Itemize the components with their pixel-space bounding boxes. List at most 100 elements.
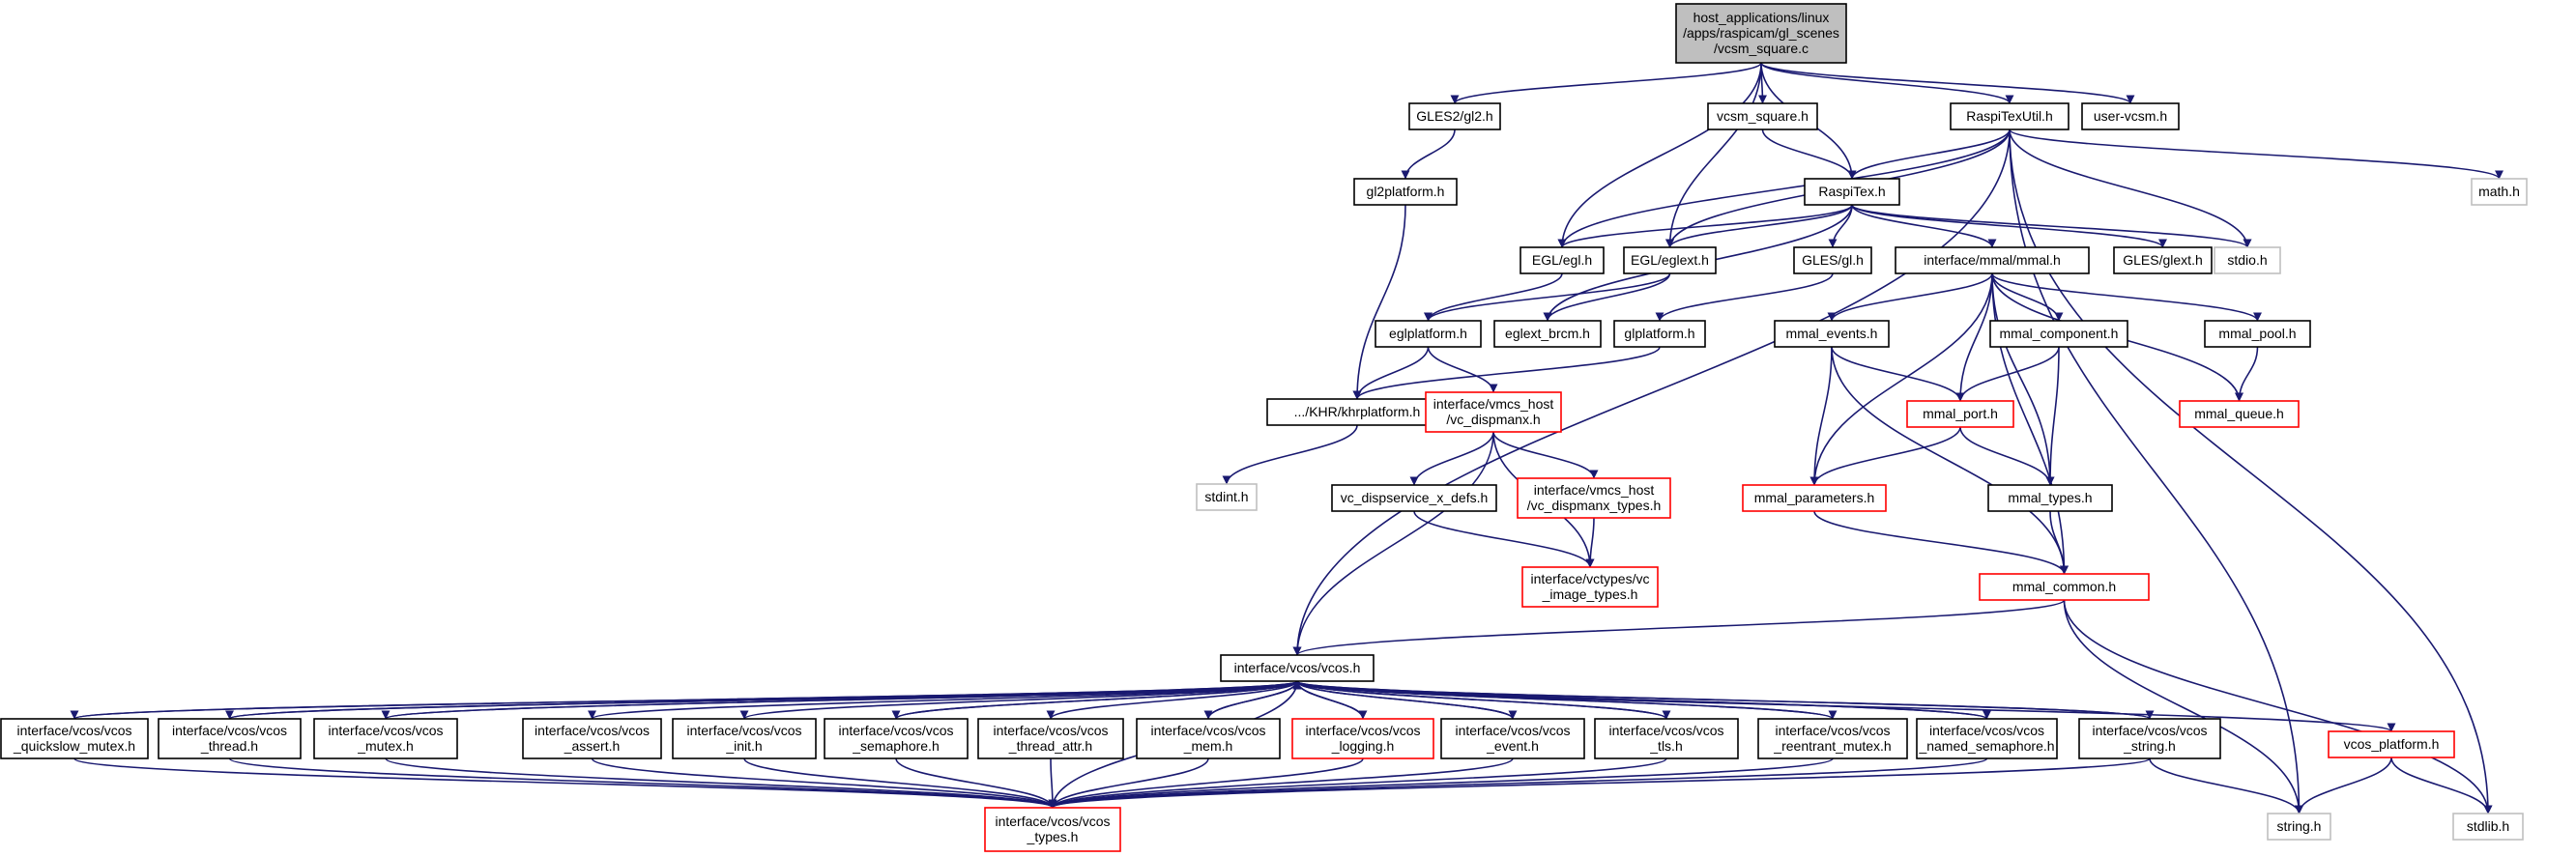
node-label: interface/vctypes/vc bbox=[1531, 571, 1650, 586]
node-box bbox=[1613, 320, 1706, 348]
edge-raspitex-to-gles_glext bbox=[1851, 204, 2167, 248]
node-box bbox=[1895, 246, 2090, 274]
node-label: RaspiTexUtil.h bbox=[1966, 108, 2052, 124]
node-box bbox=[158, 718, 302, 759]
node-vcsm-square-h[interactable]: vcsm_square.h bbox=[1707, 102, 1818, 130]
node-vtls[interactable]: interface/vcos/vcos_tls.h bbox=[1594, 718, 1739, 759]
node-box bbox=[1707, 102, 1818, 130]
node-vsema[interactable]: interface/vcos/vcos_semaphore.h bbox=[824, 718, 969, 759]
node-stdio[interactable]: stdio.h bbox=[2214, 246, 2281, 274]
edge-mmal_port-to-mmal_types bbox=[1959, 426, 2055, 486]
node-vtypes[interactable]: interface/vcos/vcos_types.h bbox=[984, 807, 1121, 852]
node-mmal[interactable]: interface/mmal/mmal.h bbox=[1895, 246, 2090, 274]
node-eglext[interactable]: EGL/eglext.h bbox=[1623, 246, 1717, 274]
node-label: GLES/gl.h bbox=[1802, 252, 1864, 268]
node-vcos-platform[interactable]: vcos_platform.h bbox=[2328, 730, 2455, 758]
node-gles-gl[interactable]: GLES/gl.h bbox=[1793, 246, 1872, 274]
edge-mmal_common-to-stdlib bbox=[2063, 599, 2493, 814]
node-eglplatform[interactable]: eglplatform.h bbox=[1375, 320, 1482, 348]
node-label: interface/vcos/vcos bbox=[838, 723, 953, 738]
node-gl2platform[interactable]: gl2platform.h bbox=[1353, 178, 1458, 206]
node-mmal-pool[interactable]: mmal_pool.h bbox=[2204, 320, 2311, 348]
edge-raspitex-to-stdio bbox=[1851, 204, 2252, 248]
node-vc-image-types[interactable]: interface/vctypes/vc_image_types.h bbox=[1521, 566, 1659, 608]
node-vmem[interactable]: interface/vcos/vcos_mem.h bbox=[1136, 718, 1281, 759]
edge-vthread-to-vtypes bbox=[228, 757, 1057, 809]
node-label: eglext_brcm.h bbox=[1505, 326, 1590, 341]
node-label: mmal_parameters.h bbox=[1754, 490, 1875, 505]
node-label: vc_dispservice_x_defs.h bbox=[1341, 490, 1489, 505]
edge-vcsm_square_h-to-raspitex bbox=[1761, 129, 1857, 180]
nodes-layer: host_applications/linux/apps/raspicam/gl… bbox=[0, 3, 2528, 852]
node-vthread[interactable]: interface/vcos/vcos_thread.h bbox=[158, 718, 302, 759]
node-math[interactable]: math.h bbox=[2471, 178, 2528, 206]
node-eglext-brcm[interactable]: eglext_brcm.h bbox=[1493, 320, 1602, 348]
edges-layer bbox=[71, 62, 2504, 814]
node-gles-glext[interactable]: GLES/glext.h bbox=[2113, 246, 2213, 274]
edge-vcos-to-vinit bbox=[739, 680, 1298, 720]
node-label: mmal_queue.h bbox=[2194, 406, 2284, 421]
edge-mmal-to-mmal_component bbox=[1991, 272, 2064, 322]
node-vmutex[interactable]: interface/vcos/vcos_mutex.h bbox=[313, 718, 458, 759]
node-string[interactable]: string.h bbox=[2267, 813, 2331, 841]
node-box bbox=[1136, 718, 1281, 759]
edge-vevent-to-vtypes bbox=[1048, 757, 1514, 809]
node-label: string.h bbox=[2277, 818, 2322, 834]
node-box bbox=[2452, 813, 2524, 841]
edge-mmal_events-to-mmal_parameters bbox=[1809, 346, 1833, 486]
node-label: /vc_dispmanx.h bbox=[1446, 412, 1540, 427]
node-label: _quickslow_mutex.h bbox=[13, 738, 135, 754]
node-label: interface/vcos/vcos bbox=[16, 723, 131, 738]
node-box bbox=[1220, 654, 1375, 682]
node-label: GLES2/gl2.h bbox=[1416, 108, 1492, 124]
node-mmal-port[interactable]: mmal_port.h bbox=[1906, 400, 2014, 428]
node-vnamedsema[interactable]: interface/vcos/vcos_named_semaphore.h bbox=[1916, 718, 2058, 759]
node-box bbox=[1517, 477, 1671, 519]
edge-mmal_pool-to-mmal_queue bbox=[2235, 346, 2259, 402]
node-stdint[interactable]: stdint.h bbox=[1196, 483, 1258, 511]
node-mmal-parameters[interactable]: mmal_parameters.h bbox=[1742, 484, 1887, 512]
node-box bbox=[1331, 484, 1497, 512]
edge-vmutex-to-vtypes bbox=[385, 757, 1057, 809]
node-vthread-attr[interactable]: interface/vcos/vcos_thread_attr.h bbox=[977, 718, 1124, 759]
node-egl[interactable]: EGL/egl.h bbox=[1520, 246, 1605, 274]
node-box bbox=[1408, 102, 1501, 130]
node-raspitexutil[interactable]: RaspiTexUtil.h bbox=[1950, 102, 2069, 130]
node-glplatform[interactable]: glplatform.h bbox=[1613, 320, 1706, 348]
node-user-vcsm[interactable]: user-vcsm.h bbox=[2081, 102, 2180, 130]
node-label: stdint.h bbox=[1204, 489, 1248, 504]
node-box bbox=[1594, 718, 1739, 759]
node-vassert[interactable]: interface/vcos/vcos_assert.h bbox=[522, 718, 662, 759]
node-vc-dispmanx[interactable]: interface/vmcs_host/vc_dispmanx.h bbox=[1425, 391, 1562, 433]
node-raspitex[interactable]: RaspiTex.h bbox=[1804, 178, 1900, 206]
node-label: RaspiTex.h bbox=[1818, 184, 1885, 199]
node-label: interface/vcos/vcos.h bbox=[1234, 660, 1361, 675]
node-vc-dispservice[interactable]: vc_dispservice_x_defs.h bbox=[1331, 484, 1497, 512]
node-mmal-types[interactable]: mmal_types.h bbox=[1987, 484, 2113, 512]
node-vcos[interactable]: interface/vcos/vcos.h bbox=[1220, 654, 1375, 682]
node-root[interactable]: host_applications/linux/apps/raspicam/gl… bbox=[1675, 3, 1847, 64]
node-vinit[interactable]: interface/vcos/vcos_init.h bbox=[672, 718, 817, 759]
node-mmal-common[interactable]: mmal_common.h bbox=[1979, 573, 2150, 601]
node-label: vcsm_square.h bbox=[1717, 108, 1809, 124]
edge-vstring-to-string bbox=[2149, 757, 2303, 814]
node-label: interface/vcos/vcos bbox=[686, 723, 801, 738]
node-label: _mutex.h bbox=[357, 738, 414, 754]
node-vlogging[interactable]: interface/vcos/vcos_logging.h bbox=[1291, 718, 1434, 759]
node-mmal-events[interactable]: mmal_events.h bbox=[1774, 320, 1890, 348]
node-vreentrant[interactable]: interface/vcos/vcos_reentrant_mutex.h bbox=[1757, 718, 1908, 759]
node-mmal-component[interactable]: mmal_component.h bbox=[1989, 320, 2128, 348]
node-vc-dispmanx-types[interactable]: interface/vmcs_host/vc_dispmanx_types.h bbox=[1517, 477, 1671, 519]
edge-vc_dispservice-to-vc_image_types bbox=[1413, 510, 1595, 568]
node-qs-mutex[interactable]: interface/vcos/vcos_quickslow_mutex.h bbox=[0, 718, 149, 759]
node-khrplatform[interactable]: .../KHR/khrplatform.h bbox=[1266, 398, 1448, 426]
node-gles2-gl2[interactable]: GLES2/gl2.h bbox=[1408, 102, 1501, 130]
edge-qs_mutex-to-vtypes bbox=[73, 757, 1057, 809]
node-stdlib[interactable]: stdlib.h bbox=[2452, 813, 2524, 841]
node-mmal-queue[interactable]: mmal_queue.h bbox=[2179, 400, 2300, 428]
node-vstring[interactable]: interface/vcos/vcos_string.h bbox=[2078, 718, 2221, 759]
node-label: EGL/egl.h bbox=[1532, 252, 1592, 268]
node-label: /apps/raspicam/gl_scenes bbox=[1683, 25, 1839, 41]
node-vevent[interactable]: interface/vcos/vcos_event.h bbox=[1440, 718, 1585, 759]
edge-vcos-to-vthread_attr bbox=[1046, 680, 1298, 720]
